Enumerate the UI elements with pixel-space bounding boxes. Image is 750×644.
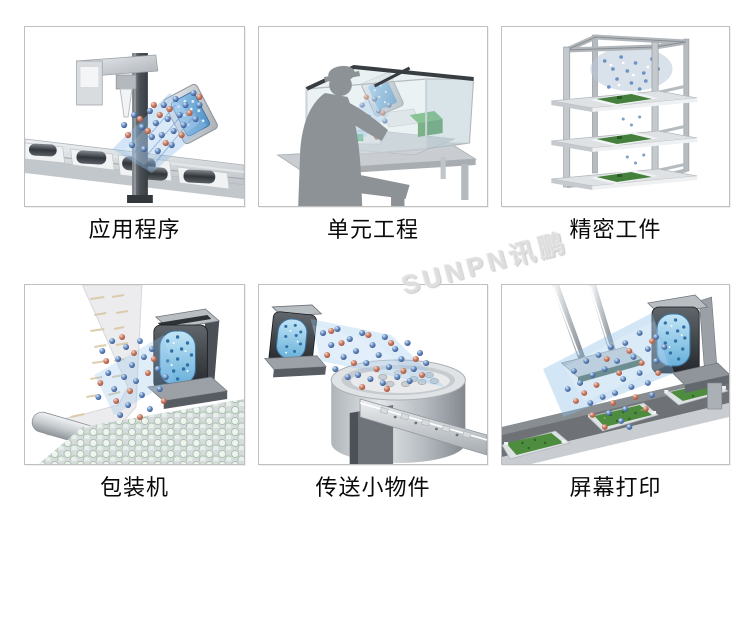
ion-beam xyxy=(94,335,174,415)
application-illustration xyxy=(25,53,244,203)
gallery-item-small-parts-feeder: 传送小物件 xyxy=(258,284,488,499)
ionizer-device xyxy=(263,304,327,378)
caption-screen-printing: 屏幕打印 xyxy=(569,475,662,500)
rack-shelves xyxy=(551,90,698,190)
unit-cell-image-frame xyxy=(258,26,488,207)
caption-packaging-machine: 包装机 xyxy=(99,475,169,500)
gallery-item-screen-printing: 屏幕打印 xyxy=(501,284,730,499)
screen-printing-image-frame xyxy=(501,284,730,465)
small-parts-feeder-image-frame xyxy=(258,284,488,465)
caption-unit-cell: 单元工程 xyxy=(326,217,419,242)
gallery-item-packaging-machine: 包装机 xyxy=(24,284,245,499)
linear-rail xyxy=(359,398,487,456)
packaging-machine-illustration xyxy=(31,285,244,464)
packaging-film xyxy=(44,285,143,436)
operator-silhouette xyxy=(298,65,410,206)
ionizer-device xyxy=(147,308,228,409)
inter-shelf-glint xyxy=(621,115,646,165)
ionizer-device xyxy=(647,294,729,410)
caps-conveyor xyxy=(38,399,244,464)
application-gallery: 应用程序 xyxy=(24,26,730,499)
caption-application: 应用程序 xyxy=(88,217,181,242)
application-image-frame xyxy=(24,26,245,207)
precision-rack-illustration xyxy=(551,34,698,190)
screen-printing-illustration xyxy=(502,285,729,464)
gallery-item-precision-parts: 精密工件 xyxy=(501,26,730,241)
caption-precision-parts: 精密工件 xyxy=(569,217,662,242)
caption-small-parts-feeder: 传送小物件 xyxy=(315,475,431,500)
bowl-feeder-illustration xyxy=(263,304,487,464)
gallery-item-unit-cell: 单元工程 xyxy=(258,26,488,241)
gallery-item-application: 应用程序 xyxy=(24,26,245,241)
packaging-machine-image-frame xyxy=(24,284,245,465)
precision-parts-image-frame xyxy=(501,26,730,207)
squeegee-tool xyxy=(551,285,643,383)
stored-boards-glint xyxy=(590,47,673,91)
dispenser-head xyxy=(76,54,159,118)
unit-cell-illustration xyxy=(276,64,477,206)
